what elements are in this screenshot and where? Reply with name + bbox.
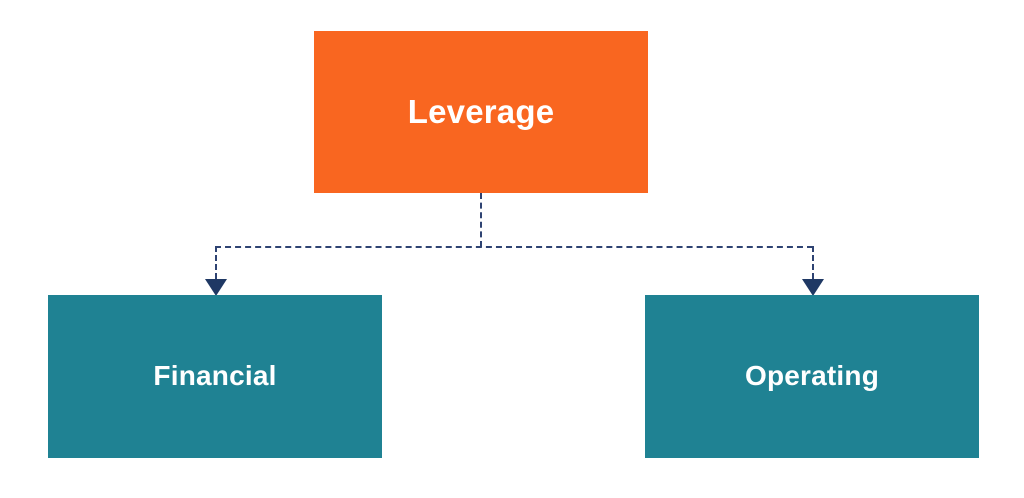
connector-root-stem — [480, 193, 482, 247]
node-leverage[interactable]: Leverage — [314, 31, 648, 193]
node-financial[interactable]: Financial — [48, 295, 382, 458]
node-financial-label: Financial — [153, 360, 277, 392]
node-leverage-label: Leverage — [407, 92, 555, 130]
connector-horizontal-bus — [215, 246, 813, 248]
connector-drop-operating — [812, 246, 814, 279]
arrowhead-operating-icon — [802, 279, 824, 296]
arrowhead-financial-icon — [205, 279, 227, 296]
node-operating[interactable]: Operating — [645, 295, 979, 458]
connector-drop-financial — [215, 246, 217, 279]
node-operating-label: Operating — [744, 360, 880, 392]
